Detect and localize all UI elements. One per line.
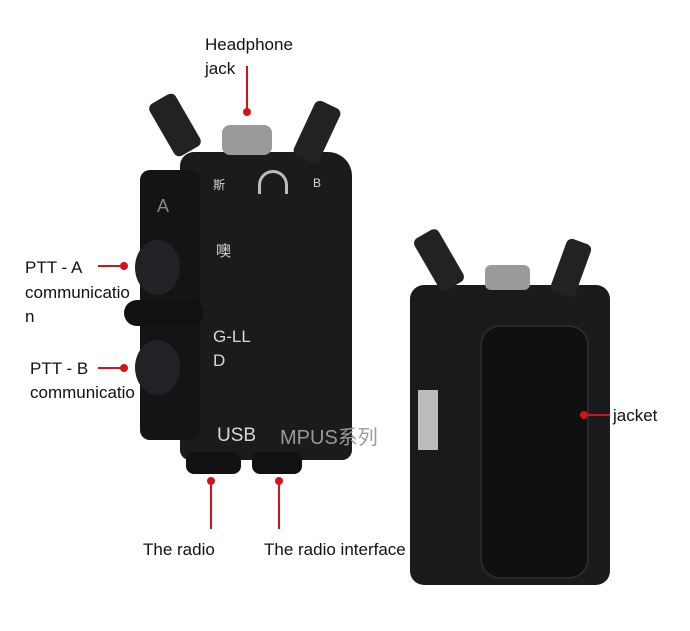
headphone-jack-port (222, 125, 272, 155)
leader-line (210, 483, 212, 529)
ptt-a-button (135, 240, 180, 295)
device-label-o: 噢 (216, 243, 232, 260)
qr-label (418, 390, 438, 450)
callout-ptt-b-line2: communicatio (30, 383, 135, 402)
callout-dot (275, 477, 283, 485)
back-knob-left (411, 227, 467, 293)
device-label-si: 斯 (213, 178, 226, 192)
belt-clip-jacket (480, 325, 589, 579)
callout-dot (120, 262, 128, 270)
leader-line (586, 414, 610, 416)
device-label-d: D (213, 351, 226, 370)
device-front (180, 152, 352, 460)
leader-line (98, 265, 122, 267)
side-bar (124, 300, 204, 326)
callout-ptt-a-line3: n (25, 307, 35, 326)
device-label-b: B (313, 176, 322, 190)
callout-ptt-a-line1: PTT - A (25, 258, 83, 277)
device-label-gll: G-LL (213, 327, 251, 346)
callout-dot (243, 108, 251, 116)
leader-line (278, 483, 280, 529)
callout-dot (207, 477, 215, 485)
ptt-b-button (135, 340, 180, 395)
leader-line (98, 367, 122, 369)
callout-ptt-b-line1: PTT - B (30, 359, 89, 378)
brand-watermark: MPUS系列 (280, 427, 378, 449)
callout-ptt-a-line2: communicatio (25, 283, 130, 302)
device-label-usb: USB (217, 425, 257, 446)
callout-radio: The radio (143, 540, 215, 559)
bottom-connector-right (252, 452, 302, 474)
device-label-a: A (157, 196, 170, 216)
leader-line (246, 66, 248, 112)
callout-dot (120, 364, 128, 372)
callout-radio-interface: The radio interface (264, 540, 406, 559)
callout-headphone-jack-line2: jack (205, 59, 236, 78)
knob-a (147, 91, 203, 159)
callout-dot (580, 411, 588, 419)
bottom-connector-left (186, 452, 241, 474)
callout-jacket: jacket (613, 406, 658, 425)
back-jack (485, 265, 530, 290)
headphone-icon (258, 170, 288, 194)
callout-headphone-jack-line1: Headphone (205, 35, 293, 54)
